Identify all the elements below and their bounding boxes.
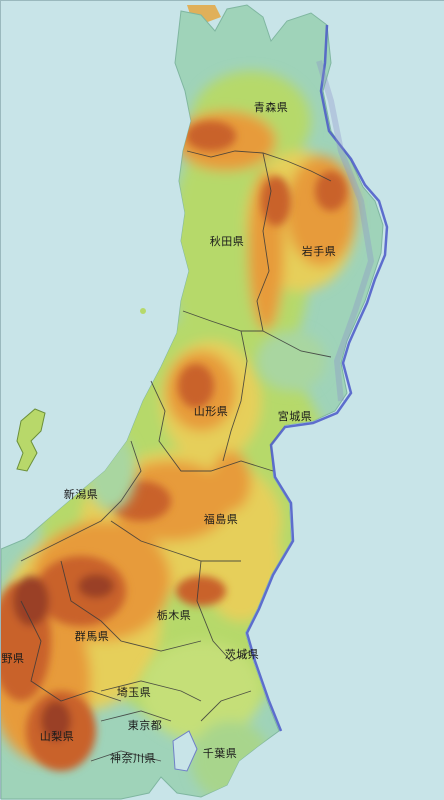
label-tokyo: 東京都 <box>127 719 163 732</box>
islet <box>140 308 146 314</box>
label-aomori: 青森県 <box>253 101 289 114</box>
prefecture-boundaries <box>20 150 332 762</box>
tokyo-bay <box>172 730 198 772</box>
label-ibaraki: 茨城県 <box>224 648 260 661</box>
label-gunma: 群馬県 <box>74 630 110 643</box>
coast-shelf <box>316 60 375 402</box>
label-kanagawa: 神奈川県 <box>110 752 156 765</box>
label-yamanashi: 山梨県 <box>39 730 75 743</box>
label-nagano: 野県 <box>1 652 25 665</box>
label-miyagi: 宮城県 <box>277 410 313 423</box>
pacific-coast-outline <box>245 24 389 732</box>
sado-island <box>16 408 46 472</box>
label-akita: 秋田県 <box>209 235 245 248</box>
label-chiba: 千葉県 <box>202 747 238 760</box>
label-niigata: 新潟県 <box>63 488 99 501</box>
label-iwate: 岩手県 <box>301 245 337 258</box>
label-saitama: 埼玉県 <box>116 686 152 699</box>
label-tochigi: 栃木県 <box>156 609 192 622</box>
label-fukushima: 福島県 <box>203 513 239 526</box>
label-yamagata: 山形県 <box>193 405 229 418</box>
